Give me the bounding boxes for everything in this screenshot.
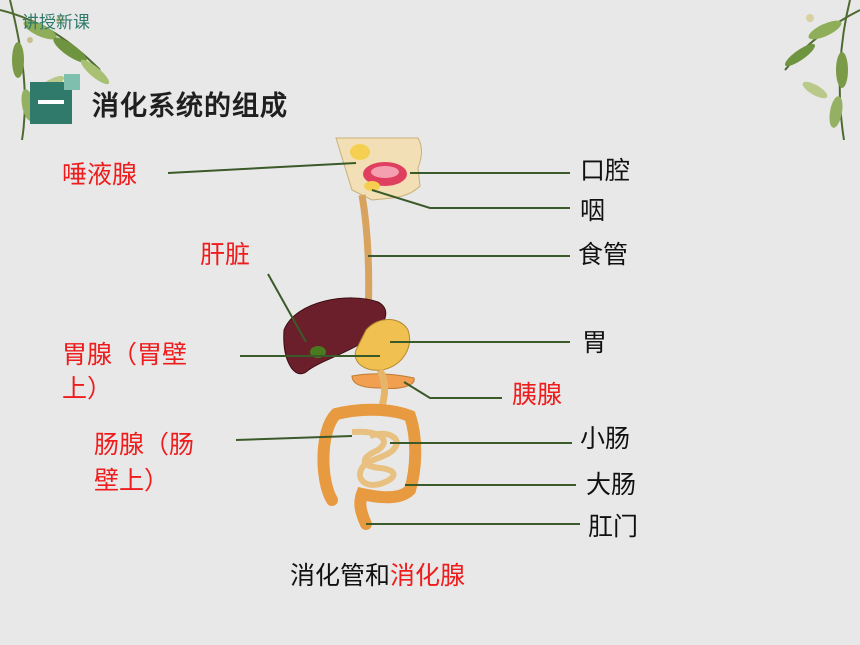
caption-tract: 消化管和	[290, 561, 391, 590]
label-small-intestine: 小肠	[580, 424, 631, 453]
label-esophagus: 食管	[578, 240, 629, 269]
plant-decoration-right-icon	[784, 0, 860, 141]
diagram-caption: 消化管和消化腺	[290, 556, 465, 592]
caption-glands: 消化腺	[390, 561, 466, 590]
label-oral-cavity: 口腔	[580, 156, 631, 185]
label-pancreas: 胰腺	[512, 380, 563, 409]
label-salivary-gland: 唾液腺	[62, 160, 138, 189]
leader-line-salivary-gland	[167, 162, 357, 174]
label-gastric-gland-line2: 上）	[62, 374, 113, 403]
heading-title: 消化系统的组成	[92, 91, 288, 122]
label-gastric-gland-line1: 胃腺（胃壁	[62, 340, 188, 369]
label-anus: 肛门	[588, 512, 639, 541]
label-liver: 肝脏	[200, 240, 251, 269]
label-intestinal-gland-line1: 肠腺（肠	[94, 430, 195, 459]
leader-line-pharynx	[371, 189, 570, 209]
leader-line-intestinal-gland	[235, 435, 353, 441]
leader-line-liver	[267, 273, 307, 343]
label-large-intestine: 大肠	[586, 470, 637, 499]
label-intestinal-gland-line2: 壁上）	[94, 466, 170, 495]
section-tag: 讲授新课	[22, 13, 90, 33]
label-pharynx: 咽	[580, 196, 606, 225]
label-stomach: 胃	[582, 328, 608, 357]
leader-line-pancreas	[403, 381, 502, 399]
heading-square-icon	[30, 74, 80, 124]
